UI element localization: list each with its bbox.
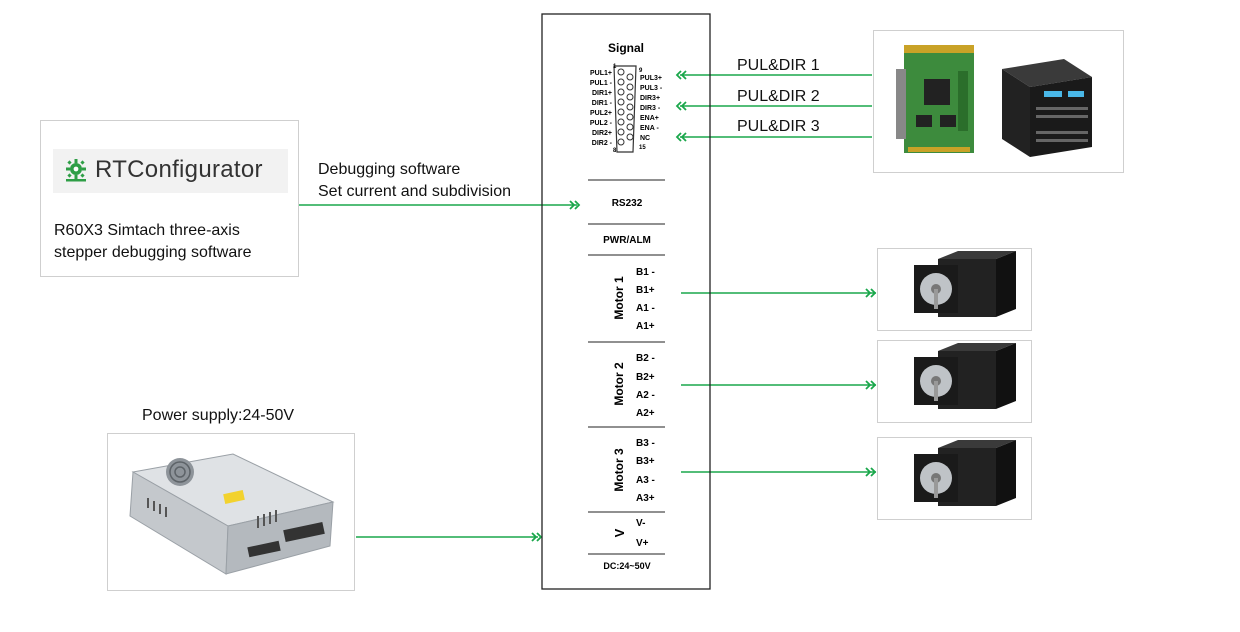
driver-body	[541, 13, 711, 590]
software-link-label-line1: Debugging software	[318, 161, 461, 178]
pul-dir-3-label: PUL&DIR 3	[737, 118, 820, 135]
pin-right-1: PUL3+	[640, 75, 662, 82]
motion-card-and-plc-image	[896, 45, 1092, 157]
motor-1-pin-a-plus: A1+	[636, 321, 655, 332]
motor-3-label: Motor 3	[612, 448, 626, 492]
stepper-motor-3-box	[877, 437, 1032, 520]
v-minus-pin: V-	[636, 518, 645, 529]
motor-3-pin-a-minus: A3 -	[636, 475, 655, 486]
stepper-motor-1-box	[877, 248, 1032, 331]
software-description-line2: stepper debugging software	[54, 244, 252, 261]
motor-3-pin-b-minus: B3 -	[636, 438, 655, 449]
stepper-motor-3-image	[914, 440, 1016, 506]
pwr-alm-label: PWR/ALM	[603, 235, 651, 246]
pin-right-4: DIR3 -	[640, 105, 661, 112]
pin-number-9: 9	[639, 68, 643, 74]
stepper-motor-2-image	[914, 343, 1016, 409]
pin-left-6: PUL2 -	[590, 120, 613, 127]
pin-right-2: PUL3 -	[640, 85, 663, 92]
pin-right-5: ENA+	[640, 115, 659, 122]
signal-title: Signal	[608, 41, 644, 55]
motor-2-pin-b-plus: B2+	[636, 372, 655, 383]
motor-1-pin-b-plus: B1+	[636, 285, 655, 296]
v-label: V	[612, 528, 627, 537]
pin-left-5: PUL2+	[590, 110, 612, 117]
db15-connector	[613, 65, 637, 153]
power-supply-title: Power supply:24-50V	[142, 407, 295, 424]
pin-number-8: 8	[613, 148, 617, 154]
pul-dir-2-label: PUL&DIR 2	[737, 88, 820, 105]
power-supply-box	[107, 433, 355, 591]
pul-dir-1-label: PUL&DIR 1	[737, 57, 820, 74]
pin-left-2: PUL1 -	[590, 80, 613, 87]
stepper-motor-2-box	[877, 340, 1032, 423]
pin-number-1: 1	[613, 64, 617, 70]
logo-banner	[53, 149, 288, 193]
motor-1-pin-a-minus: A1 -	[636, 303, 655, 314]
gear-icon	[66, 159, 86, 182]
pin-number-15: 15	[639, 145, 646, 151]
pin-right-3: DIR3+	[640, 95, 660, 102]
power-supply-image	[129, 453, 335, 575]
motor-2-pin-b-minus: B2 -	[636, 353, 655, 364]
software-box: RTConfigurator R60X3 Simtach three-axis …	[40, 120, 299, 277]
stepper-motor-1-image	[914, 251, 1016, 317]
pin-right-6: ENA -	[640, 125, 659, 132]
logo-text: RTConfigurator	[95, 156, 263, 183]
motor-3-pin-a-plus: A3+	[636, 493, 655, 504]
motor-1-pin-b-minus: B1 -	[636, 267, 655, 278]
software-description-line1: R60X3 Simtach three-axis	[54, 222, 240, 239]
pin-right-7: NC	[640, 135, 650, 142]
motor-1-label: Motor 1	[612, 276, 626, 320]
controller-box	[873, 30, 1124, 173]
motor-3-pin-b-plus: B3+	[636, 456, 655, 467]
motor-2-label: Motor 2	[612, 362, 626, 406]
pin-left-7: DIR2+	[592, 130, 612, 137]
software-link-label-line2: Set current and subdivision	[318, 183, 511, 200]
dc-voltage-label: DC:24~50V	[603, 561, 650, 571]
rs232-label: RS232	[612, 198, 643, 209]
pin-left-8: DIR2 -	[592, 140, 613, 147]
pin-left-1: PUL1+	[590, 70, 612, 77]
v-plus-pin: V+	[636, 538, 649, 549]
pin-left-3: DIR1+	[592, 90, 612, 97]
motor-2-pin-a-plus: A2+	[636, 408, 655, 419]
pin-left-4: DIR1 -	[592, 100, 613, 107]
motor-2-pin-a-minus: A2 -	[636, 390, 655, 401]
